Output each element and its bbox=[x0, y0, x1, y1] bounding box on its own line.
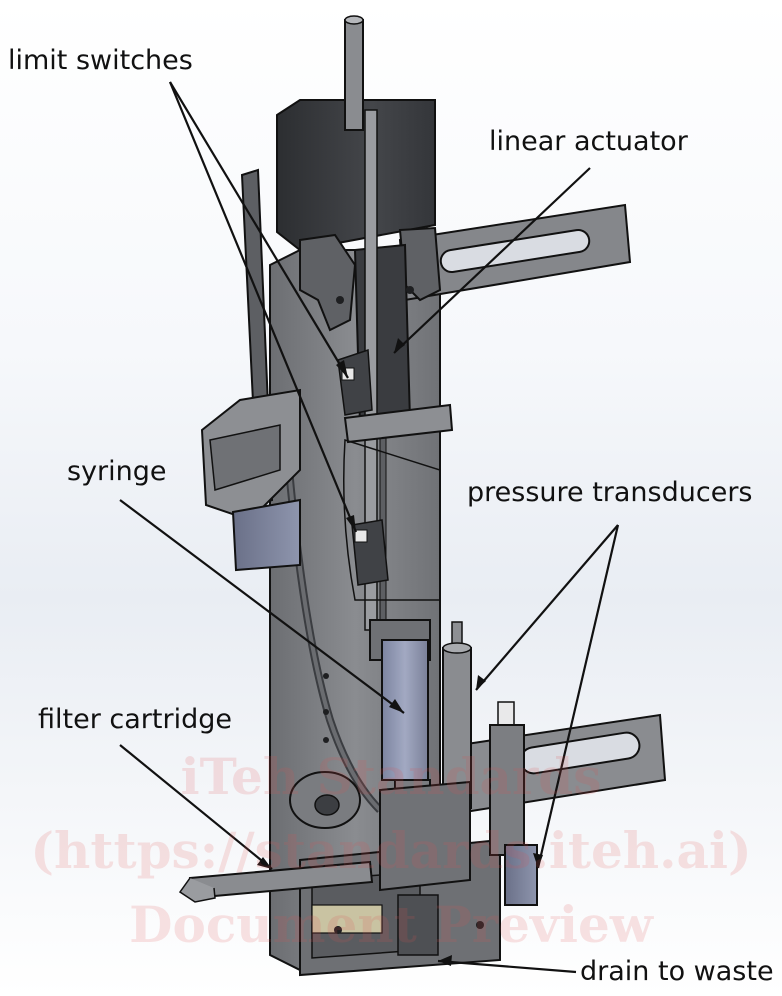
pointer-arrows bbox=[119, 81, 620, 974]
watermark-line-2: (https://standards.iteh.ai) bbox=[30, 821, 752, 880]
watermark-line-1: iTeh Standards bbox=[180, 747, 602, 806]
mounting-holes bbox=[323, 286, 484, 934]
limit-switch-lower bbox=[351, 519, 389, 586]
arrow-heads bbox=[257, 338, 543, 966]
carriage bbox=[343, 403, 454, 444]
lead-screw bbox=[344, 15, 387, 631]
pivot-hinge bbox=[289, 771, 361, 829]
label-syringe: syringe bbox=[67, 456, 167, 487]
label-limit-switches: limit switches bbox=[8, 45, 193, 76]
watermark-line-3: Document Preview bbox=[129, 895, 653, 954]
label-pressure-transducers: pressure transducers bbox=[467, 477, 753, 508]
linear-actuator-motor bbox=[276, 99, 442, 427]
valve-manifold bbox=[379, 780, 471, 956]
label-linear-actuator: linear actuator bbox=[489, 126, 688, 157]
label-filter-cartridge: filter cartridge bbox=[38, 704, 232, 735]
limit-switch-upper bbox=[337, 348, 373, 416]
label-drain-to-waste: drain to waste bbox=[580, 956, 774, 987]
pressure-transducer-right bbox=[489, 701, 538, 906]
left-clamp bbox=[200, 388, 301, 572]
filter-cartridge bbox=[178, 860, 374, 903]
